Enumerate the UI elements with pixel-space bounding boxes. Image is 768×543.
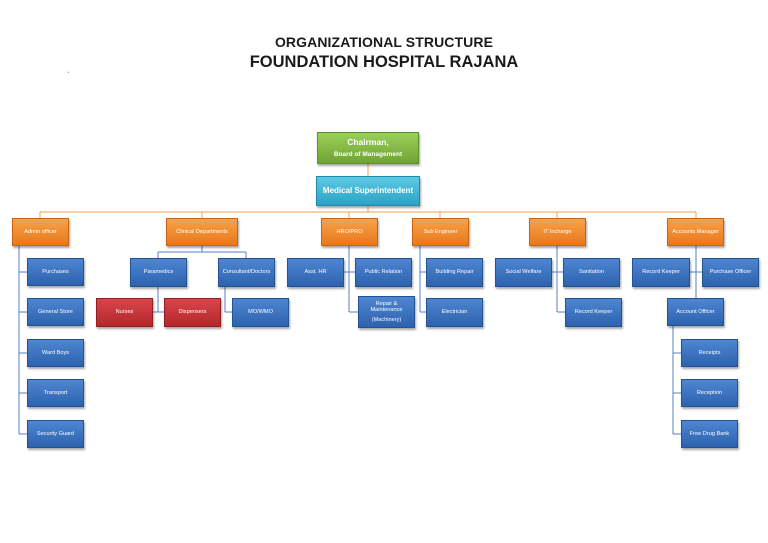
sub-engineer-box: Sub Engineer (412, 218, 469, 246)
free-drug-bank-box: Free Drug Bank (681, 420, 738, 448)
it-record-keeper-label: Record Keeper (574, 309, 613, 316)
purchase-officer-label: Purchase Officer (709, 269, 752, 276)
general-store-box: General Store (27, 298, 84, 326)
nurses-label: Nurses (115, 309, 134, 316)
reception-box: Reception (681, 379, 738, 407)
general-store-label: General Store (38, 308, 73, 315)
receipts-box: Receipts (681, 339, 738, 367)
it-record-keeper-box: Record Keeper (565, 298, 622, 327)
repair-maintenance-line2: Maintenance (370, 307, 403, 314)
accounts-record-keeper-label: Record Keeper (642, 269, 680, 276)
security-guard-box: Security Guard (27, 420, 84, 448)
hro-pro-box: HRO/PRO (321, 218, 378, 246)
purchase-officer-box: Purchase Officer (702, 258, 759, 287)
consultant-doctors-label: Consultant/Doctors (222, 269, 271, 276)
account-officer-box: Account Officer (667, 298, 724, 326)
ward-boys-box: Ward Boys (27, 339, 84, 367)
hro-pro-label: HRO/PRO (336, 228, 363, 235)
accounts-manager-label: Accounts Manager (672, 228, 719, 235)
electrician-label: Electrician (441, 309, 468, 316)
repair-maintenance-box: Repair & Maintenance (Machinery) (358, 296, 415, 328)
it-incharge-label: IT Incharge (543, 228, 572, 235)
building-repair-label: Building Repair (435, 269, 474, 276)
public-relation-box: Public Relation (355, 258, 412, 287)
repair-maintenance-line1: Repair & (375, 300, 398, 307)
accounts-record-keeper-box: Record Keeper (632, 258, 690, 287)
transport-box: Transport (27, 379, 84, 407)
social-welfare-box: Social Welfare (495, 258, 552, 287)
purchases-box: Purchases (27, 258, 84, 286)
clinical-departments-label: Clinical Departments (176, 228, 228, 235)
dispensers-box: Dispensers (164, 298, 221, 327)
stray-mark: ` (67, 71, 70, 80)
nurses-box: Nurses (96, 298, 153, 327)
reception-label: Reception (696, 389, 723, 396)
social-welfare-label: Social Welfare (505, 269, 542, 276)
chairman-title: Chairman, (347, 136, 389, 147)
mo-wmo-box: MO/WMO (232, 298, 289, 327)
admin-officer-label: Admin officer (24, 228, 57, 235)
ward-boys-label: Ward Boys (41, 349, 70, 356)
consultant-doctors-box: Consultant/Doctors (218, 258, 275, 287)
purchases-label: Purchases (42, 268, 69, 275)
free-drug-bank-label: Free Drug Bank (689, 430, 730, 437)
building-repair-box: Building Repair (426, 258, 483, 287)
accounts-manager-box: Accounts Manager (667, 218, 724, 246)
sub-engineer-label: Sub Engineer (423, 228, 458, 235)
account-officer-label: Account Officer (676, 308, 715, 315)
mo-wmo-label: MO/WMO (248, 309, 273, 316)
electrician-box: Electrician (426, 298, 483, 327)
medical-superintendent-box: Medical Superintendent (316, 176, 420, 206)
sanitation-label: Sanitation (579, 269, 604, 276)
chairman-subtitle: Board of Management (333, 150, 403, 158)
asst-hr-box: Asst. HR (287, 258, 344, 287)
admin-officer-box: Admin officer (12, 218, 69, 246)
it-incharge-box: IT Incharge (529, 218, 586, 246)
public-relation-label: Public Relation (364, 269, 403, 276)
chart-title: ORGANIZATIONAL STRUCTURE (274, 34, 494, 50)
security-guard-label: Security Guard (36, 430, 75, 437)
chairman-box: Chairman, Board of Management (317, 132, 419, 164)
repair-maintenance-line3: (Machinery) (371, 316, 402, 323)
receipts-label: Receipts (698, 349, 721, 356)
sanitation-box: Sanitation (563, 258, 620, 287)
paramedics-label: Paramedics (143, 269, 174, 276)
clinical-departments-box: Clinical Departments (166, 218, 238, 246)
transport-label: Transport (43, 389, 68, 396)
paramedics-box: Paramedics (130, 258, 187, 287)
asst-hr-label: Asst. HR (304, 269, 327, 276)
chart-subtitle: FOUNDATION HOSPITAL RAJANA (249, 53, 519, 71)
dispensers-label: Dispensers (178, 309, 207, 316)
medical-superintendent-label: Medical Superintendent (322, 186, 414, 196)
